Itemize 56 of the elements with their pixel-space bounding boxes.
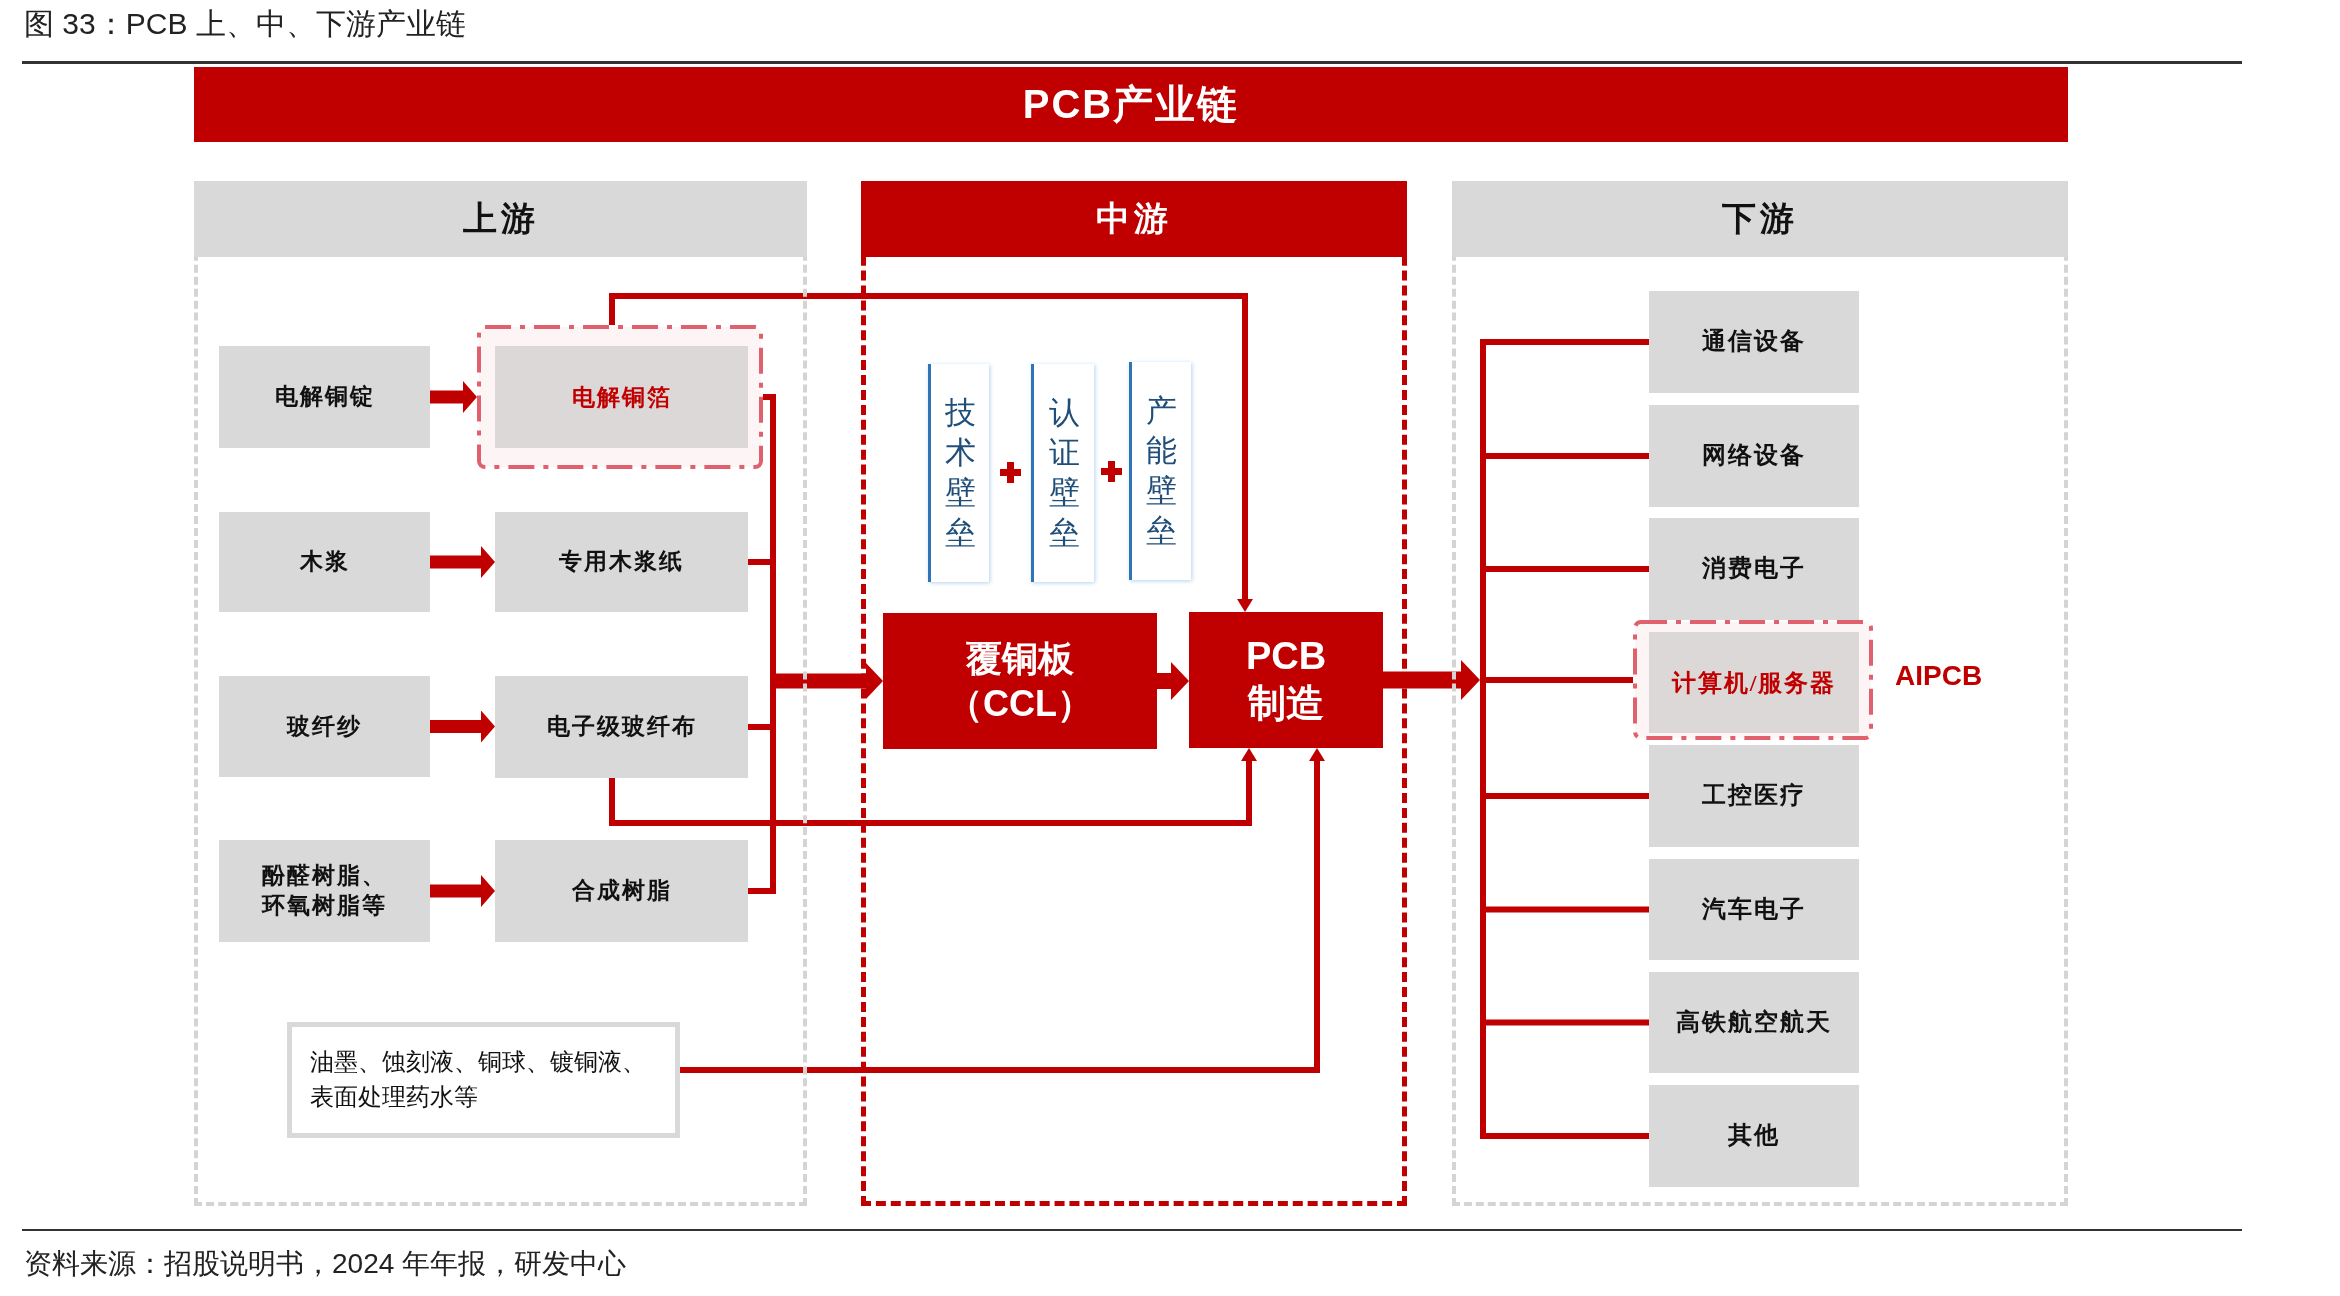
process-box: 汽车电子 <box>1649 859 1859 960</box>
bus-bar <box>770 394 776 894</box>
connector-line <box>1486 1133 1649 1139</box>
barrier-card: 产能壁垒 <box>1129 362 1191 580</box>
connector-line <box>748 559 770 565</box>
process-box: 合成树脂 <box>495 840 748 942</box>
connector-line <box>1486 453 1649 459</box>
process-box: 网络设备 <box>1649 405 1859 507</box>
process-box: 木浆 <box>219 512 430 612</box>
process-box: 通信设备 <box>1649 291 1859 393</box>
side-label: AIPCB <box>1895 660 1983 692</box>
column-panel <box>194 181 807 1206</box>
process-box: 电解铜锭 <box>219 346 430 448</box>
arrow <box>430 710 495 743</box>
process-box: 专用木浆纸 <box>495 512 748 612</box>
arrow <box>609 293 1253 612</box>
column-panel <box>1452 181 2068 1206</box>
arrow <box>609 748 1257 826</box>
column-header: 下游 <box>1452 181 2068 257</box>
note-box: 油墨、蚀刻液、铜球、镀铜液、表面处理药水等 <box>287 1022 680 1138</box>
connector-line <box>1486 793 1649 799</box>
process-box: 电子级玻纤布 <box>495 676 748 778</box>
source-note: 资料来源：招股说明书，2024 年年报，研发中心 <box>24 1247 627 1281</box>
bus-bar <box>1480 339 1486 1139</box>
arrow <box>1383 660 1480 700</box>
connector-line <box>1486 1019 1649 1026</box>
process-box: 工控医疗 <box>1649 745 1859 847</box>
connector-line <box>763 394 770 400</box>
arrow <box>1157 662 1189 700</box>
arrow <box>430 875 495 907</box>
process-box: 其他 <box>1649 1085 1859 1187</box>
arrow <box>430 546 495 578</box>
process-box: PCB制造 <box>1189 612 1383 748</box>
connector-line <box>748 888 770 894</box>
connector-line <box>1486 677 1633 683</box>
process-box: 覆铜板（CCL） <box>883 613 1157 749</box>
figure-title: 图 33：PCB 上、中、下游产业链 <box>24 6 466 42</box>
connector-line <box>1486 339 1649 345</box>
process-box: 玻纤纱 <box>219 676 430 777</box>
arrow <box>776 663 883 699</box>
process-box: 计算机/服务器 <box>1649 632 1859 733</box>
barrier-card: 技术壁垒 <box>928 364 989 582</box>
arrow <box>430 381 477 413</box>
connector-line <box>1486 906 1649 913</box>
connector-line <box>748 724 770 730</box>
process-box: 消费电子 <box>1649 518 1859 620</box>
title-banner: PCB产业链 <box>194 67 2068 142</box>
connector-line <box>1486 566 1649 572</box>
process-box: 电解铜箔 <box>495 346 748 448</box>
barrier-card: 认证壁垒 <box>1031 364 1094 582</box>
column-panel <box>861 181 1407 1206</box>
process-box: 高铁航空航天 <box>1649 972 1859 1073</box>
process-box: 酚醛树脂、环氧树脂等 <box>219 840 430 942</box>
column-header: 中游 <box>861 181 1407 257</box>
column-header: 上游 <box>194 181 807 257</box>
arrow <box>680 748 1325 1073</box>
